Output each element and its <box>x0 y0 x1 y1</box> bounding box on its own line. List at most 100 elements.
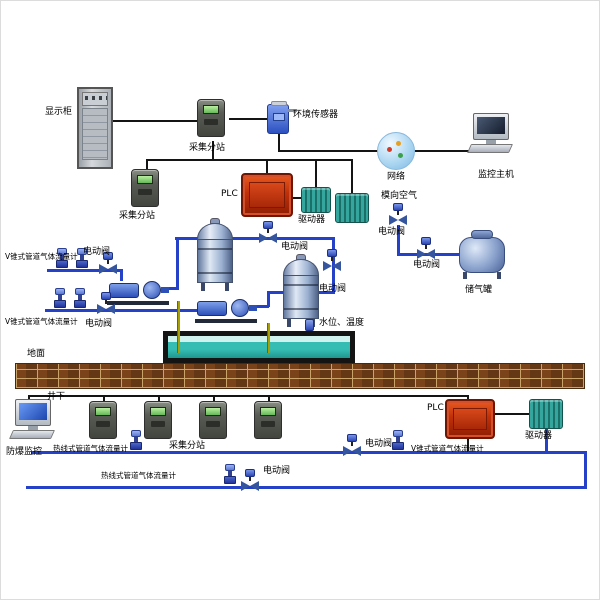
underground-label: 井下 <box>47 392 66 402</box>
pipe <box>584 451 587 489</box>
substation-box <box>144 401 172 439</box>
pipe <box>31 451 587 454</box>
substation-box <box>254 401 282 439</box>
signal-line <box>278 150 378 152</box>
pipe <box>255 305 269 308</box>
driver-box <box>335 193 369 223</box>
signal-line <box>467 395 469 401</box>
gas-tank-label: 储气罐 <box>465 285 493 295</box>
signal-line <box>415 150 469 152</box>
pipe <box>26 486 587 489</box>
signal-line <box>351 159 353 193</box>
electric-valve-icon <box>241 469 259 491</box>
display-cabinet <box>77 87 113 169</box>
signal-line <box>229 118 267 120</box>
electric-valve-label: 电动阀 <box>378 227 406 237</box>
pipe <box>175 237 335 240</box>
substation-box <box>197 99 225 137</box>
substation-box <box>89 401 117 439</box>
lateral-air-label: 模向空气 <box>381 191 418 201</box>
vertical-tank <box>283 254 319 327</box>
electric-valve-label: 电动阀 <box>365 439 393 449</box>
env-sensor-label: 环境传感器 <box>293 110 339 120</box>
signal-line <box>268 395 270 401</box>
lcd-screen <box>205 407 221 416</box>
substation-box <box>131 169 159 207</box>
pipe <box>176 237 179 289</box>
network-node-dot <box>396 141 401 146</box>
lcd-screen <box>203 105 219 114</box>
drain-pipe <box>177 301 180 353</box>
substation-label: 采集分站 <box>119 211 156 221</box>
flow-sensor-icon <box>391 430 405 450</box>
flow-sensor-icon <box>223 464 237 484</box>
vcone-flowmeter-label: V锥式管道气体流量计 <box>5 317 78 326</box>
monitor-host-computer <box>466 113 514 153</box>
network-node-dot <box>387 147 392 152</box>
lcd-screen <box>260 407 276 416</box>
pipe <box>120 269 123 281</box>
pipe <box>47 269 123 272</box>
flow-sensor-icon <box>75 248 89 268</box>
substation-box <box>199 401 227 439</box>
signal-line <box>158 395 160 401</box>
signal-line <box>213 395 215 401</box>
explosionproof-monitor-label: 防爆监控 <box>6 447 43 457</box>
substation-label: 采集分站 <box>189 143 226 153</box>
signal-line <box>467 439 469 451</box>
pipe <box>397 225 400 255</box>
substation-label: 采集分站 <box>169 441 206 451</box>
signal-line <box>28 395 30 401</box>
network-label: 网络 <box>387 172 406 182</box>
network-globe-icon <box>377 132 415 170</box>
plc-box <box>241 173 293 217</box>
driver-label: 驱动器 <box>298 215 326 225</box>
flow-sensor-icon <box>73 288 87 308</box>
pipe <box>267 291 283 294</box>
ground-label: 地面 <box>27 349 46 359</box>
brick-ground <box>15 363 585 389</box>
vertical-tank <box>197 218 233 291</box>
flow-sensor-icon <box>55 248 69 268</box>
environment-sensor-icon <box>267 101 297 134</box>
signal-line <box>103 395 105 401</box>
plc-label: PLC <box>427 403 444 413</box>
signal-line <box>212 141 214 159</box>
network-node-dot <box>398 153 403 158</box>
driver-label: 驱动器 <box>525 431 553 441</box>
electric-valve-icon <box>259 221 277 243</box>
electric-valve-icon <box>389 203 407 225</box>
pipe <box>267 291 270 307</box>
vcone-flowmeter-label: V锥式管道气体流量计 <box>411 444 484 453</box>
pipe <box>545 429 548 453</box>
signal-line <box>28 395 469 397</box>
electric-valve-label: 电动阀 <box>319 284 347 294</box>
signal-line <box>495 413 529 415</box>
hotwire-flowmeter-label: 热线式管道气体流量计 <box>53 444 128 453</box>
signal-line <box>266 159 268 173</box>
flow-sensor-icon <box>53 288 67 308</box>
water-level-temp-label: 水位、温度 <box>319 318 365 328</box>
signal-line <box>146 159 351 161</box>
signal-line <box>146 159 148 169</box>
electric-valve-label: 电动阀 <box>413 260 441 270</box>
signal-line <box>293 197 301 199</box>
display-cabinet-label: 显示柜 <box>45 107 73 117</box>
plc-box <box>445 399 495 439</box>
monitor-host-label: 监控主机 <box>478 170 515 180</box>
water-pool <box>163 331 355 363</box>
electric-valve-label: 电动阀 <box>281 242 309 252</box>
lcd-screen <box>137 175 153 184</box>
pump <box>195 297 257 323</box>
signal-line <box>278 134 280 151</box>
electric-valve-label: 电动阀 <box>85 319 113 329</box>
pump <box>107 279 169 305</box>
electric-valve-label: 电动阀 <box>83 247 111 257</box>
water-level-temp-sensor-icon <box>305 319 314 331</box>
electric-valve-icon <box>97 292 115 314</box>
driver-box <box>301 187 331 213</box>
pipe <box>167 287 179 290</box>
lcd-screen <box>95 407 111 416</box>
gas-storage-tank <box>459 230 505 279</box>
